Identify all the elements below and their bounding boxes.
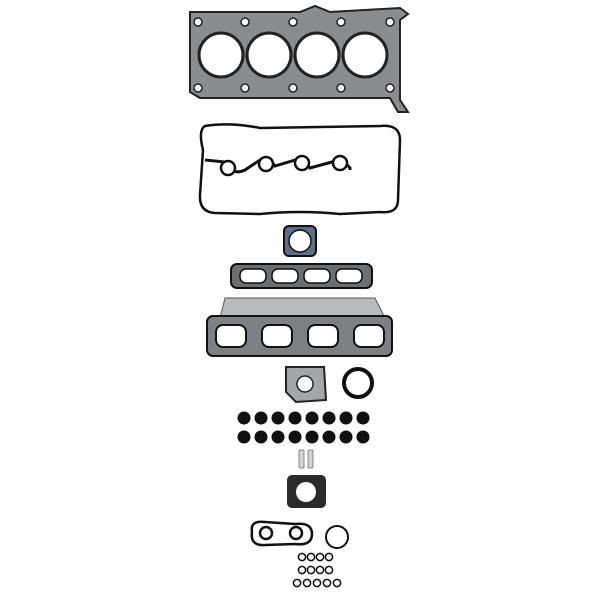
valve-stem-seal [271,411,285,425]
flange-gasket [287,475,326,508]
o-ring-small [306,552,316,562]
valve-stem-seal [339,430,353,444]
o-ring-small [332,578,342,588]
exhaust-manifold-gasket [206,297,393,357]
water-outlet-gasket [250,520,314,547]
o-ring-small [324,565,334,575]
valve-stem-seal [305,430,319,444]
valve-stem-seal [237,411,251,425]
intake-manifold-gasket [230,263,373,289]
seal-ring-large [342,367,374,399]
valve-stem-seal [288,430,302,444]
valve-stem-seal [254,411,268,425]
throttle-body-gasket [283,225,317,257]
o-ring-small [297,565,307,575]
o-ring-small [297,552,307,562]
valve-stem-seal [339,411,353,425]
o-ring-small [302,578,312,588]
o-ring-small [315,552,325,562]
egr-gasket [285,366,328,404]
valve-stem-seal [288,411,302,425]
o-ring-small [322,578,332,588]
o-ring-small [312,578,322,588]
valve-stem-seal [356,411,370,425]
valve-stem-seal [237,430,251,444]
o-ring-small [306,565,316,575]
valve-stem-seal [322,411,336,425]
cylinder-head-gasket [189,4,410,113]
valve-stem-seal [254,430,268,444]
o-ring-small [292,578,302,588]
valve-stem-seal [271,430,285,444]
o-ring-medium [325,525,349,549]
valve-cover-gasket [198,123,402,216]
locating-pins [298,449,314,469]
valve-stem-seal [322,430,336,444]
o-ring-small [315,565,325,575]
valve-stem-seal [356,430,370,444]
valve-stem-seal [305,411,319,425]
small-o-rings [292,552,342,588]
valve-stem-seals [237,411,370,444]
o-ring-small [324,552,334,562]
